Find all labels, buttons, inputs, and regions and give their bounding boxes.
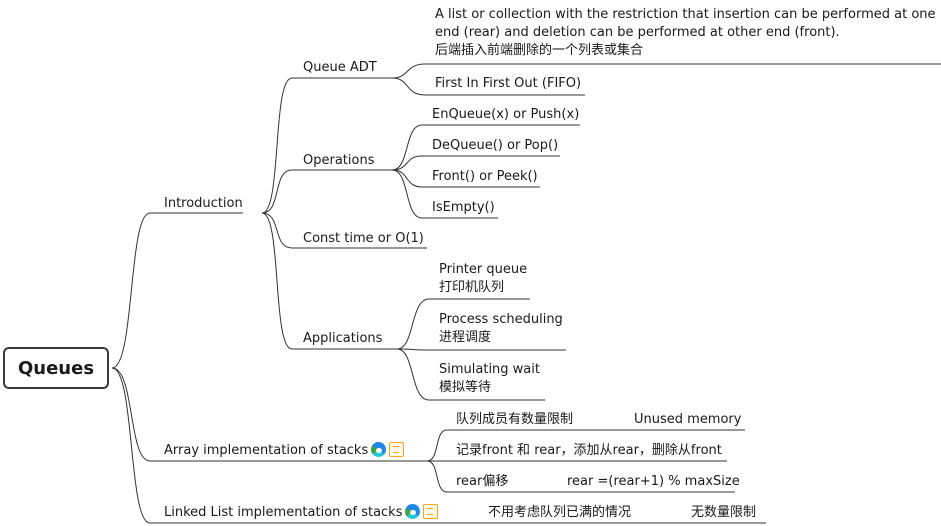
node-array-implementation-label: Array implementation of stacks <box>164 443 369 458</box>
edge-browser-icon[interactable] <box>405 504 421 519</box>
connector-intro-operations <box>261 169 392 214</box>
note-icon[interactable] <box>423 504 439 519</box>
node-op-front[interactable]: Front() or Peek() <box>432 169 538 184</box>
app-simulating-zh: 模拟等待 <box>439 380 492 395</box>
node-adt-fifo[interactable]: First In First Out (FIFO) <box>435 76 582 91</box>
node-linked-no-full[interactable]: 不用考虑队列已满的情况 <box>488 505 632 520</box>
node-app-simulating-wait[interactable]: Simulating wait 模拟等待 <box>439 361 540 397</box>
connector-app-printer <box>396 298 530 350</box>
connector-intro-queue-adt <box>261 77 392 214</box>
connector-op-dequeue <box>391 155 560 171</box>
connector-op-front <box>391 169 540 188</box>
node-applications[interactable]: Applications <box>303 331 383 346</box>
node-const-time[interactable]: Const time or O(1) <box>303 231 424 246</box>
connector-op-enqueue <box>391 124 580 171</box>
adt-definition-line2: end (rear) and deletion can be performed… <box>435 25 840 40</box>
node-op-dequeue[interactable]: DeQueue() or Pop() <box>432 138 559 153</box>
node-adt-definition[interactable]: A list or collection with the restrictio… <box>435 6 936 60</box>
note-icon[interactable] <box>389 442 405 457</box>
connector-intro-const-time <box>261 212 427 249</box>
node-app-process-scheduling[interactable]: Process scheduling 进程调度 <box>439 311 563 347</box>
connector-root-linked <box>111 367 427 524</box>
node-array-rear-formula[interactable]: rear =(rear+1) % maxSize <box>567 474 740 489</box>
node-linked-list-implementation[interactable]: Linked List implementation of stacks <box>164 504 439 522</box>
node-array-rear-offset[interactable]: rear偏移 <box>456 474 509 489</box>
connector-array-limit <box>426 429 745 462</box>
node-linked-no-limit[interactable]: 无数量限制 <box>691 505 757 520</box>
connector-app-process <box>396 348 566 351</box>
connector-array-rear-offset <box>426 460 735 493</box>
connector-adt-definition <box>391 63 941 79</box>
connector-intro-applications <box>261 212 397 350</box>
connector-adt-fifo <box>391 77 585 96</box>
edge-browser-icon[interactable] <box>371 442 387 457</box>
app-process-en: Process scheduling <box>439 312 563 327</box>
node-linked-list-implementation-label: Linked List implementation of stacks <box>164 505 403 520</box>
adt-definition-line1: A list or collection with the restrictio… <box>435 7 936 22</box>
node-queue-adt[interactable]: Queue ADT <box>303 60 377 75</box>
app-simulating-en: Simulating wait <box>439 362 540 377</box>
connector-root-introduction <box>111 212 243 369</box>
connector-app-simulating <box>396 348 545 401</box>
node-array-implementation[interactable]: Array implementation of stacks <box>164 442 405 460</box>
node-array-unused-memory[interactable]: Unused memory <box>634 412 742 427</box>
node-app-printer-queue[interactable]: Printer queue 打印机队列 <box>439 261 527 297</box>
node-array-front-rear[interactable]: 记录front 和 rear，添加从rear，删除从front <box>456 443 722 458</box>
node-introduction[interactable]: Introduction <box>164 196 243 211</box>
node-op-enqueue[interactable]: EnQueue(x) or Push(x) <box>432 107 580 122</box>
node-op-isempty[interactable]: IsEmpty() <box>432 200 495 215</box>
connector-op-isempty <box>391 169 498 219</box>
app-process-zh: 进程调度 <box>439 330 492 345</box>
connector-root-array <box>111 367 427 462</box>
adt-definition-zh: 后端插入前端删除的一个列表或集合 <box>435 43 644 58</box>
app-printer-zh: 打印机队列 <box>439 280 505 295</box>
app-printer-en: Printer queue <box>439 262 528 277</box>
node-array-member-limit[interactable]: 队列成员有数量限制 <box>456 412 574 427</box>
root-node[interactable]: Queues <box>3 347 109 389</box>
node-operations[interactable]: Operations <box>303 153 375 168</box>
